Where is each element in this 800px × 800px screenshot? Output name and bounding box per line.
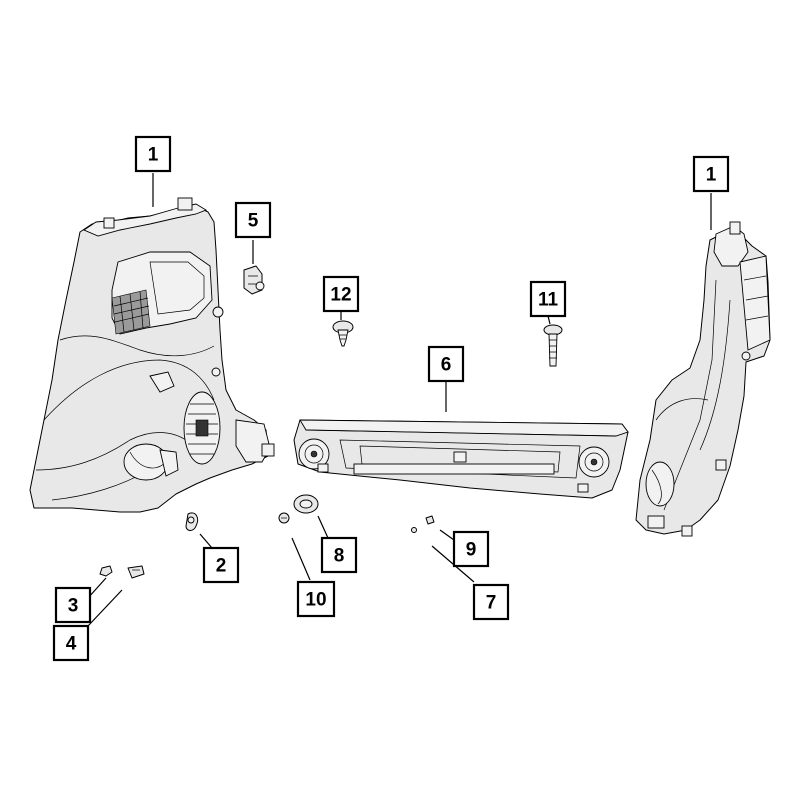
svg-text:8: 8 [334, 546, 345, 567]
grommet-part-8 [293, 494, 319, 514]
right-quarter-trim-panel [635, 221, 771, 537]
leader-lines [87, 173, 712, 627]
svg-text:7: 7 [486, 593, 497, 614]
svg-text:3: 3 [68, 596, 79, 617]
svg-text:5: 5 [248, 211, 259, 232]
leader-4 [87, 589, 123, 627]
svg-text:1: 1 [706, 165, 717, 186]
callout-8: 8 [320, 536, 358, 574]
callout-2: 2 [202, 546, 240, 584]
hook-part-2 [185, 512, 199, 531]
svg-text:4: 4 [66, 634, 77, 655]
scuff-plate-part-6 [293, 419, 629, 499]
svg-text:12: 12 [330, 285, 351, 306]
svg-text:1: 1 [148, 145, 159, 166]
callout-1-left: 1 [134, 135, 172, 173]
screw-part-10 [278, 512, 290, 524]
callout-10: 10 [296, 580, 336, 618]
callout-5: 5 [234, 201, 272, 239]
fastener-part-3 [99, 565, 113, 577]
callout-12: 12 [322, 275, 360, 313]
svg-text:10: 10 [305, 590, 326, 611]
clip-part-5 [243, 265, 265, 295]
callout-11: 11 [529, 280, 567, 318]
callout-4: 4 [52, 624, 90, 662]
left-quarter-trim-panel [29, 197, 275, 513]
svg-text:2: 2 [216, 556, 227, 577]
clip-part-9 [425, 515, 435, 525]
callout-1-right: 1 [692, 155, 730, 193]
leader-8 [317, 515, 329, 539]
svg-text:11: 11 [538, 290, 559, 311]
svg-text:9: 9 [466, 540, 477, 561]
svg-text:6: 6 [441, 355, 452, 376]
callout-3: 3 [54, 586, 92, 624]
leader-10 [291, 537, 311, 581]
fastener-part-4 [127, 565, 145, 579]
callout-7: 7 [472, 583, 510, 621]
screw-part-11 [543, 324, 563, 367]
leader-2 [199, 533, 213, 549]
callout-6: 6 [427, 345, 465, 383]
clip-part-7 [411, 527, 417, 533]
push-pin-part-12 [332, 320, 354, 347]
callout-9: 9 [452, 530, 490, 568]
leader-11 [547, 315, 551, 325]
leader-9 [439, 529, 455, 541]
